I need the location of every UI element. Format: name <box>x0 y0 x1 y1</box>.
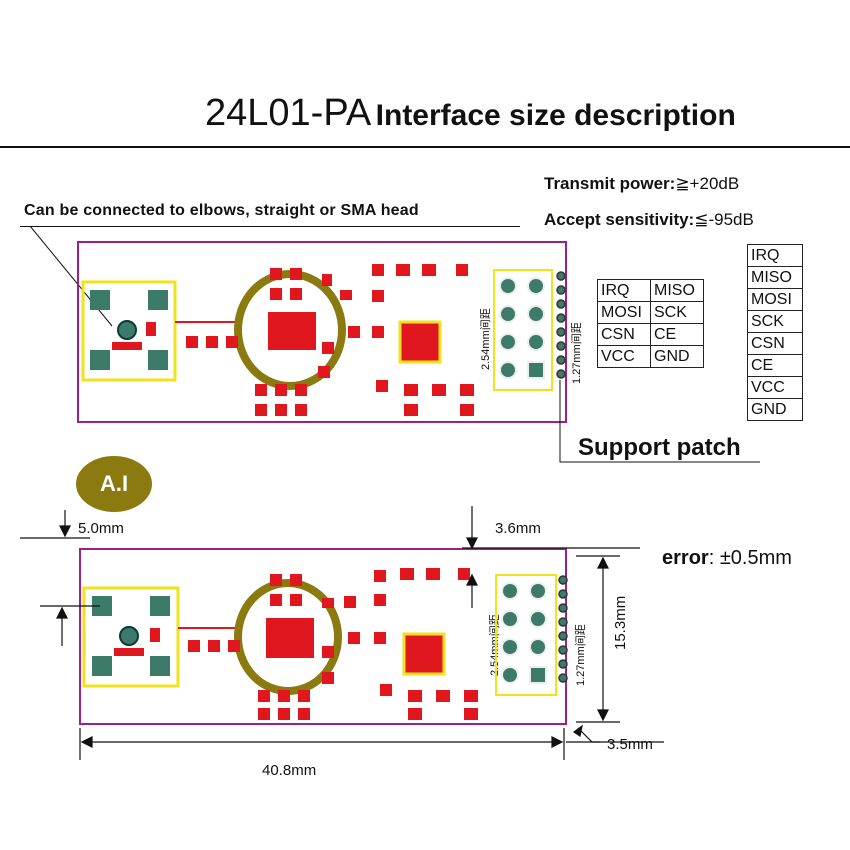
pin-list-cell: MOSI <box>747 288 803 311</box>
top-header-254 <box>499 277 545 379</box>
sensitivity-label: Accept sensitivity: <box>544 210 695 229</box>
pitch-127-bottom: 1.27mm间距 <box>575 624 587 686</box>
logo: A.I <box>76 456 152 512</box>
connector-note: Can be connected to elbows, straight or … <box>24 202 419 219</box>
pin-cell: SCK <box>650 301 704 324</box>
dimension-lines <box>20 506 664 760</box>
dim-right-bottom: 3.5mm <box>607 736 653 753</box>
pin-list-table: IRQ MISO MOSI SCK CSN CE VCC GND <box>747 244 803 421</box>
top-header-127 <box>556 271 566 379</box>
support-patch-label: Support patch <box>578 434 741 461</box>
accept-sensitivity: Accept sensitivity:≦-95dB <box>544 210 754 230</box>
pin-list-row: CE <box>747 354 803 377</box>
model-name: 24L01-PA <box>205 92 372 134</box>
bottom-header-254 <box>501 582 547 684</box>
transmit-power-label: Transmit power: <box>544 174 676 193</box>
pin-cell: MISO <box>650 279 704 302</box>
pin-list-row: GND <box>747 398 803 421</box>
pin-list-row: MOSI <box>747 288 803 311</box>
error-note: error: ±0.5mm <box>662 547 792 570</box>
pin-list-row: SCK <box>747 310 803 333</box>
pin-list-cell: SCK <box>747 310 803 333</box>
top-pads <box>186 264 474 416</box>
pin-list-row: VCC <box>747 376 803 399</box>
pin-cell: IRQ <box>597 279 651 302</box>
bottom-header-127 <box>558 575 568 683</box>
connector-leader-line <box>29 225 113 327</box>
bottom-pads <box>188 568 478 720</box>
sensitivity-value: ≦-95dB <box>694 210 754 229</box>
pin-list-cell: CSN <box>747 332 803 355</box>
title-description: Interface size description <box>375 99 736 132</box>
dim-top-margin: 5.0mm <box>78 520 124 537</box>
pin-list-cell: CE <box>747 354 803 377</box>
pin-list-cell: VCC <box>747 376 803 399</box>
pin-cell: VCC <box>597 345 651 368</box>
dim-width: 40.8mm <box>262 762 317 779</box>
pin-cell: GND <box>650 345 704 368</box>
pin-list-cell: GND <box>747 398 803 421</box>
pin-cell: CSN <box>597 323 651 346</box>
pin-list-cell: MISO <box>747 266 803 289</box>
title-rule <box>0 146 850 148</box>
dim-right-top: 3.6mm <box>495 520 541 537</box>
connector-note-underline <box>20 226 520 227</box>
pitch-254-bottom: 2.54mm间距 <box>489 614 501 676</box>
pin-list-cell: IRQ <box>747 244 803 267</box>
transmit-power-value: ≧+20dB <box>675 174 740 193</box>
pitch-127-top: 1.27mm间距 <box>571 322 583 384</box>
pin-list-row: CSN <box>747 332 803 355</box>
pin-cell: MOSI <box>597 301 651 324</box>
dim-height: 15.3mm <box>612 595 629 650</box>
pin-cell: CE <box>650 323 704 346</box>
error-label: error <box>662 547 709 569</box>
error-value: : ±0.5mm <box>708 547 792 569</box>
transmit-power: Transmit power:≧+20dB <box>544 174 739 194</box>
page-title: 24L01-PA Interface size description <box>205 92 765 142</box>
pin-list-row: MISO <box>747 266 803 289</box>
pitch-254-top: 2.54mm间距 <box>480 308 492 370</box>
logo-text: A.I <box>99 471 129 496</box>
pin-list-row: IRQ <box>747 244 803 267</box>
